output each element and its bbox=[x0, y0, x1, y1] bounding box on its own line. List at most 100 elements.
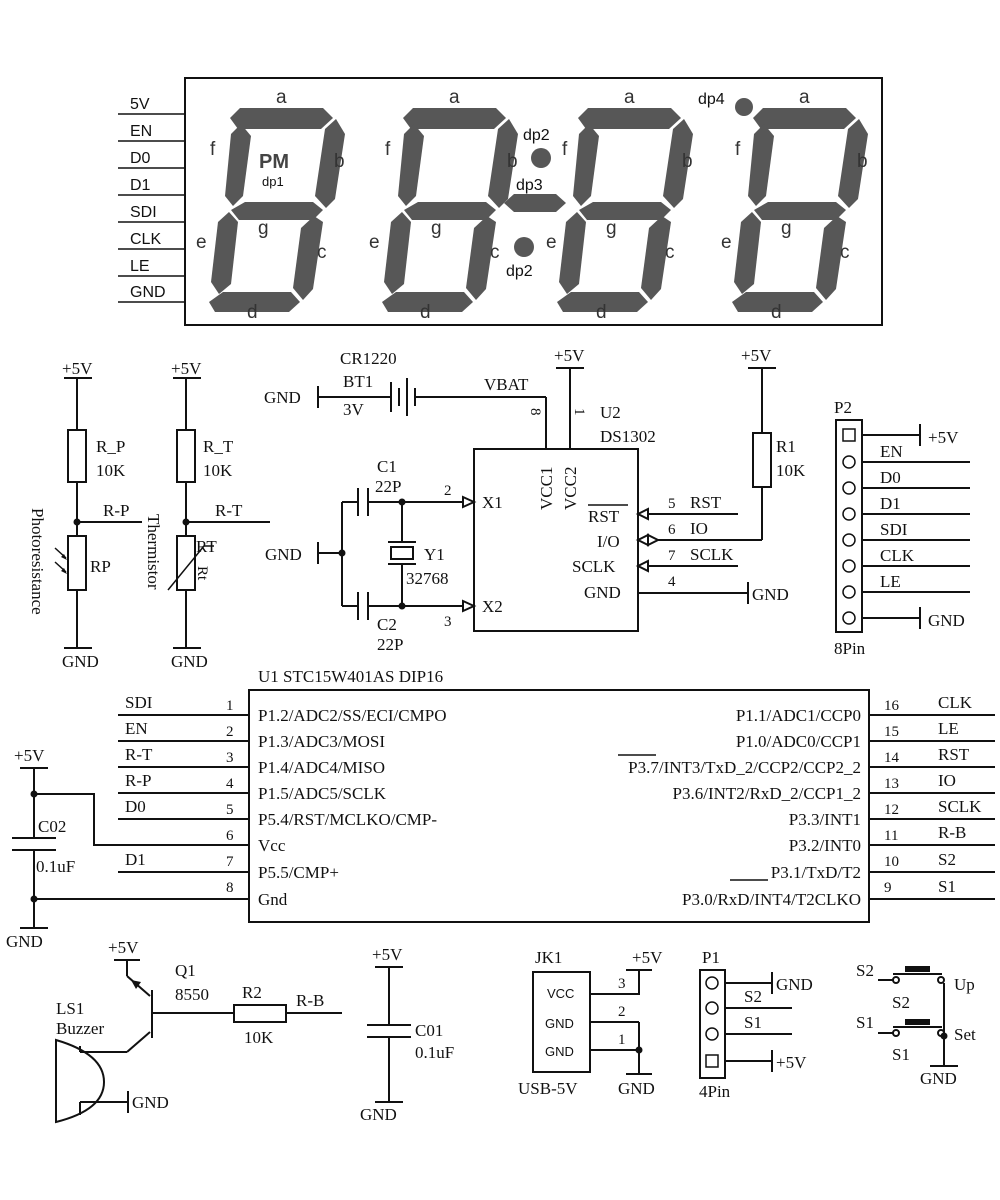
gnd-pin: GND bbox=[584, 583, 621, 602]
jk1-pin-3: 3 bbox=[618, 976, 626, 992]
seg-label-c: c bbox=[490, 242, 500, 263]
p2-pin-7: LE bbox=[880, 572, 901, 591]
p1-header: P1 GND S2 S1 +5V 4Pin bbox=[699, 948, 813, 1101]
y1-value: 32768 bbox=[406, 569, 449, 588]
pin1-label: 1 bbox=[571, 408, 587, 416]
y1-crystal bbox=[390, 546, 414, 560]
pin-name-5: P5.4/RST/MCLKO/CMP- bbox=[258, 810, 437, 829]
switches-gnd-label: GND bbox=[920, 1069, 957, 1088]
seg-label-d: d bbox=[771, 302, 782, 323]
c02-value: 0.1uF bbox=[36, 857, 75, 876]
rt-resistor bbox=[176, 429, 196, 483]
x1-pin: X1 bbox=[482, 493, 503, 512]
pin-num-4: 4 bbox=[226, 776, 234, 792]
net-le: LE bbox=[938, 719, 959, 738]
p1-pin-count: 4Pin bbox=[699, 1082, 731, 1101]
c2-name: C2 bbox=[377, 615, 397, 634]
rt-gnd-label: GND bbox=[171, 652, 208, 671]
digit-2: a f b g e c d bbox=[369, 87, 518, 323]
rt-net-label: R-T bbox=[215, 501, 243, 520]
p1-pin-3: S1 bbox=[744, 1013, 762, 1032]
pin7-num: 7 bbox=[668, 548, 676, 564]
y1-name: Y1 bbox=[424, 545, 445, 564]
seg-label-g: g bbox=[781, 218, 792, 239]
vcc1-pin: VCC1 bbox=[537, 467, 556, 510]
p2-pin-2: EN bbox=[880, 442, 903, 461]
pin-name-4: P1.5/ADC5/SCLK bbox=[258, 784, 387, 803]
net-s1: S1 bbox=[938, 877, 956, 896]
p1-pin-2: S2 bbox=[744, 987, 762, 1006]
vcc2-pin: VCC2 bbox=[561, 467, 580, 510]
c02-gnd-label: GND bbox=[6, 932, 43, 951]
pin-num-7: 7 bbox=[226, 854, 234, 870]
pin-name-13: P3.6/INT2/RxD_2/CCP1_2 bbox=[673, 784, 861, 803]
digit-3: a f b g e c d bbox=[546, 87, 693, 323]
rt-part-label: RT bbox=[196, 537, 217, 556]
p1-connector bbox=[699, 969, 726, 1079]
net-clk: CLK bbox=[938, 693, 973, 712]
c01-vcc-label: +5V bbox=[372, 945, 403, 964]
thermistor-circuit: +5V R_T 10K R-T RT Rt GND Thermistor bbox=[144, 359, 270, 671]
seg-label-f: f bbox=[735, 139, 741, 160]
net-d1: D1 bbox=[125, 850, 146, 869]
jk1-gnd-label: GND bbox=[618, 1079, 655, 1098]
buzzer-gnd-label: GND bbox=[132, 1093, 169, 1112]
jk1-gnd-pin-1: GND bbox=[545, 1016, 574, 1031]
rt-resistor-value: 10K bbox=[203, 461, 233, 480]
pin6-num: 6 bbox=[668, 522, 676, 538]
net-r-b: R-B bbox=[938, 823, 966, 842]
p2-pin-8: GND bbox=[928, 611, 965, 630]
s2-function: Up bbox=[954, 975, 975, 994]
ls1-name: LS1 bbox=[56, 999, 84, 1018]
net-rst: RST bbox=[938, 745, 970, 764]
photoresistor bbox=[67, 535, 87, 591]
colon-segments: dp2 dp3 dp2 bbox=[504, 127, 566, 280]
pin-name-3: P1.4/ADC4/MISO bbox=[258, 758, 385, 777]
net-r-p: R-P bbox=[125, 771, 151, 790]
x2-pin: X2 bbox=[482, 597, 503, 616]
net-sclk: SCLK bbox=[938, 797, 982, 816]
dp2-top-dot bbox=[531, 148, 551, 168]
c02-decoupling: +5V C02 0.1uF GND bbox=[6, 746, 75, 951]
p2-pin-3: D0 bbox=[880, 468, 901, 487]
thermistor bbox=[176, 535, 196, 591]
seg-label-d: d bbox=[247, 302, 258, 323]
seg-label-a: a bbox=[624, 87, 635, 108]
p1-pin-1: GND bbox=[776, 975, 813, 994]
header-pin-gnd: GND bbox=[130, 284, 166, 301]
seg-label-e: e bbox=[546, 232, 557, 253]
seg-label-e: e bbox=[369, 232, 380, 253]
c01-gnd-label: GND bbox=[360, 1105, 397, 1124]
q1-vcc-label: +5V bbox=[108, 938, 139, 957]
dp2-bottom-dot bbox=[514, 237, 534, 257]
sclk-pin: SCLK bbox=[572, 557, 616, 576]
digit-1: a f b g e c d PM dp1 bbox=[196, 87, 345, 323]
ds1302-chip bbox=[473, 448, 639, 632]
seg-label-g: g bbox=[431, 218, 442, 239]
pin-num-3: 3 bbox=[226, 750, 234, 766]
dp4-dot bbox=[735, 98, 753, 116]
mcu-left-pins: SDI 1 P1.2/ADC2/SS/ECI/CMPO EN 2 P1.3/AD… bbox=[34, 693, 446, 909]
pin-num-8: 8 bbox=[226, 880, 234, 896]
io-net: IO bbox=[690, 519, 708, 538]
battery-voltage: 3V bbox=[343, 400, 365, 419]
net-r-t: R-T bbox=[125, 745, 153, 764]
jk1-vcc-pin: VCC bbox=[547, 986, 574, 1001]
rp-resistor bbox=[67, 429, 87, 483]
pin-num-9: 9 bbox=[884, 880, 892, 896]
pin-num-14: 14 bbox=[884, 750, 900, 766]
display-frame bbox=[184, 77, 883, 326]
r1-resistor bbox=[752, 432, 772, 488]
pin-name-12: P3.3/INT1 bbox=[789, 810, 861, 829]
header-pin-d0: D0 bbox=[130, 150, 151, 167]
pin4-num: 4 bbox=[668, 574, 676, 590]
pin-name-16: P1.1/ADC1/CCP0 bbox=[736, 706, 861, 725]
q1-part: 8550 bbox=[175, 985, 209, 1004]
ls1-desc: Buzzer bbox=[56, 1019, 104, 1038]
rt-mark: Rt bbox=[194, 566, 210, 581]
r1-value: 10K bbox=[776, 461, 806, 480]
u2-name: DS1302 bbox=[600, 427, 656, 446]
pin-num-15: 15 bbox=[884, 724, 899, 740]
pin-name-8: Gnd bbox=[258, 890, 288, 909]
